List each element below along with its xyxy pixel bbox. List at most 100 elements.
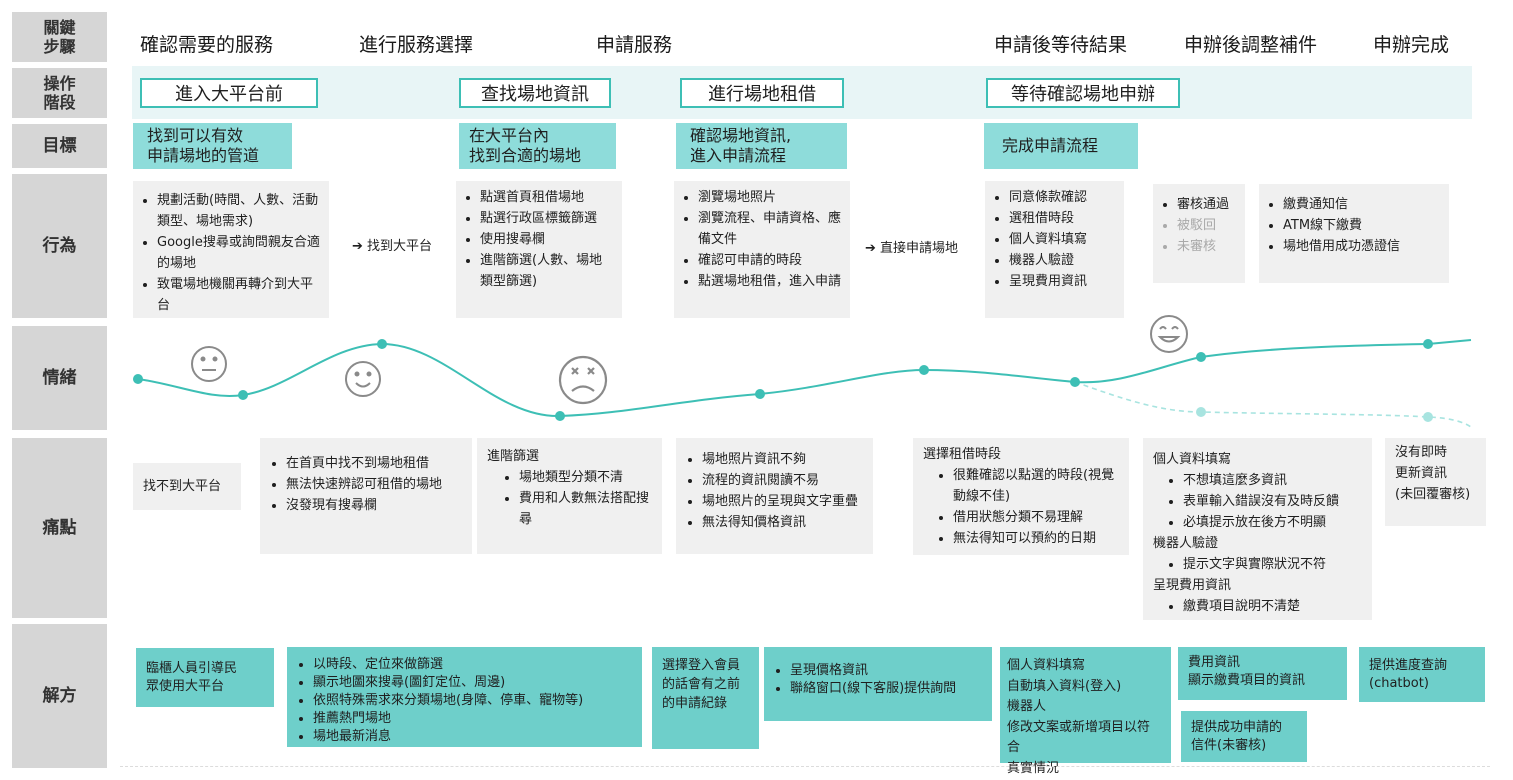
pain-heading: 機器人驗證 [1153,536,1219,551]
pain-heading: 呈現費用資訊 [1153,578,1232,593]
row-label-key-steps: 關鍵 步驟 [12,12,107,62]
list-item: 呈現費用資訊 [1009,271,1116,292]
list-item: Google搜尋或詢問親友合適的場地 [157,232,321,274]
solution-success-mail: 提供成功申請的 信件(未審核) [1181,711,1307,762]
list-item: 場地照片資訊不夠 [702,449,863,470]
list-item: 繳費項目說明不清楚 [1183,596,1362,617]
step-select-service: 進行服務選擇 [359,34,474,56]
behavior-box-review: 審核通過 被駁回 未審核 [1153,184,1245,283]
stage-before-platform: 進入大平台前 [140,78,318,108]
goal-find-venue: 在大平台內 找到合適的場地 [459,123,616,169]
pain-box-advanced-filter: 進階篩選 場地類型分類不清 費用和人數無法搭配搜尋 [477,438,662,554]
row-label-emotion: 情緒 [12,326,107,430]
behavior-note-direct-apply: ➔ 直接申請場地 [865,241,959,256]
behavior-box-browse: 瀏覽場地照片 瀏覽流程、申請資格、應備文件 確認可申請的時段 點選場地租借，進入… [674,181,850,318]
list-item: 流程的資訊閱讀不易 [702,470,863,491]
emotion-curve-line [137,339,1472,418]
step-complete: 申辦完成 [1373,34,1450,56]
emotion-point [238,390,248,400]
list-item: 呈現價格資訊 [790,662,982,680]
list-item: 顯示地圖來搜尋(圖釘定位、周邊) [313,674,632,692]
behavior-note-found-platform: ➔ 找到大平台 [352,239,433,254]
behavior-box-apply: 同意條款確認 選租借時段 個人資料填寫 機器人驗證 呈現費用資訊 [985,181,1124,318]
goal-complete-application: 完成申請流程 [984,123,1138,169]
list-item: 沒發現有搜尋欄 [286,495,462,516]
list-item: 確認可申請的時段 [698,250,842,271]
behavior-box-payment: 繳費通知信 ATM線下繳費 場地借用成功憑證信 [1259,184,1449,283]
pain-box-form: 個人資料填寫 不想填這麼多資訊 表單輸入錯誤沒有及時反饋 必填提示放在後方不明顯… [1143,438,1372,620]
pain-box-homepage: 在首頁中找不到場地租借 無法快速辨認可租借的場地 沒發現有搜尋欄 [260,438,472,554]
list-item: 進階篩選(人數、場地類型篩選) [480,250,614,292]
list-item: 推薦熱門場地 [313,710,632,728]
emotion-point [919,365,929,375]
list-item: 場地最新消息 [313,728,632,746]
list-item: 繳費通知信 [1283,194,1441,215]
list-item: 同意條款確認 [1009,187,1116,208]
list-item: 個人資料填寫 [1009,229,1116,250]
pain-box-no-platform: 找不到大平台 [133,463,241,510]
row-label-behavior: 行為 [12,174,107,318]
pain-box-venue-info: 場地照片資訊不夠 流程的資訊閱讀不易 場地照片的呈現與文字重疊 無法得知價格資訊 [676,438,873,554]
list-item: 很難確認以點選的時段(視覺動線不佳) [953,465,1119,507]
list-item: 提示文字與實際狀況不符 [1183,554,1362,575]
list-item: 無法得知可以預約的日期 [953,528,1119,549]
list-item: 規劃活動(時間、人數、活動類型、場地需求) [157,190,321,232]
list-item: 費用和人數無法搭配搜尋 [519,488,652,530]
pain-box-no-update: 沒有即時 更新資訊 (未回覆審核) [1385,438,1486,526]
row-label-operation-stage: 操作 階段 [12,68,107,118]
list-item: 不想填這麼多資訊 [1183,470,1362,491]
list-item: 機器人驗證 [1009,250,1116,271]
step-apply-service: 申請服務 [596,34,673,56]
emotion-curve-rejected-branch [1074,381,1473,429]
list-item: 必填提示放在後方不明顯 [1183,512,1362,533]
goal-confirm-info: 確認場地資訊, 進入申請流程 [676,123,847,169]
emotion-point [133,374,143,384]
pain-heading: 個人資料填寫 [1153,452,1232,467]
emotion-point-faded [1423,412,1433,422]
pain-box-time-slot: 選擇租借時段 很難確認以點選的時段(視覺動線不佳) 借用狀態分類不易理解 無法得… [913,438,1129,555]
list-item: 點選場地租借，進入申請 [698,271,842,292]
list-item: 被駁回 [1177,215,1237,236]
list-item: 致電場地機關再轉介到大平台 [157,274,321,316]
solution-autofill: 個人資料填寫 自動填入資料(登入) 機器人 修改文案或新增項目以符合 真實情況 [1000,647,1171,776]
list-item: 未審核 [1177,236,1237,257]
emotion-point-faded [1196,407,1206,417]
list-item: 表單輸入錯誤沒有及時反饋 [1183,491,1362,512]
dizzy-sad-face-icon [558,355,608,405]
list-item: 使用搜尋欄 [480,229,614,250]
solution-price-contact: 呈現價格資訊 聯絡窗口(線下客服)提供詢問 [764,647,992,721]
list-item: 以時段、定位來做篩選 [313,656,632,674]
emotion-point [377,339,387,349]
emotion-point [555,411,565,421]
pain-heading: 進階篩選 [487,449,540,464]
list-item: 借用狀態分類不易理解 [953,507,1119,528]
emotion-point [1196,352,1206,362]
solution-filter-map: 以時段、定位來做篩選 顯示地圖來搜尋(圖釘定位、周邊) 依照特殊需求來分類場地(… [287,647,642,747]
emotion-point [1070,377,1080,387]
behavior-box-search: 點選首頁租借場地 點選行政區標籤篩選 使用搜尋欄 進階篩選(人數、場地類型篩選) [456,181,622,318]
emotion-point [1423,339,1433,349]
list-item: 選租借時段 [1009,208,1116,229]
list-item: 無法得知價格資訊 [702,512,863,533]
solution-member-history: 選擇登入會員 的話會有之前 的申請紀錄 [652,647,759,749]
stage-find-venue-info: 查找場地資訊 [459,78,611,108]
stage-rent-venue: 進行場地租借 [680,78,844,108]
list-item: 依照特殊需求來分類場地(身障、停車、寵物等) [313,692,632,710]
step-adjust-supplement: 申辦後調整補件 [1184,34,1318,56]
bottom-divider [120,766,1490,767]
list-item: 點選行政區標籤篩選 [480,208,614,229]
behavior-box-plan: 規劃活動(時間、人數、活動類型、場地需求) Google搜尋或詢問親友合適的場地… [133,181,329,318]
list-item: 瀏覽流程、申請資格、應備文件 [698,208,842,250]
solution-counter-guide: 臨櫃人員引導民 眾使用大平台 [136,648,274,707]
list-item: 在首頁中找不到場地租借 [286,453,462,474]
list-item: 瀏覽場地照片 [698,187,842,208]
list-item: 點選首頁租借場地 [480,187,614,208]
list-item: 審核通過 [1177,194,1237,215]
emotion-point [755,389,765,399]
smile-face-icon [345,361,381,397]
stage-await-confirm: 等待確認場地申辦 [986,78,1180,108]
row-label-goal: 目標 [12,124,107,168]
list-item: ATM線下繳費 [1283,215,1441,236]
list-item: 無法快速辨認可租借的場地 [286,474,462,495]
